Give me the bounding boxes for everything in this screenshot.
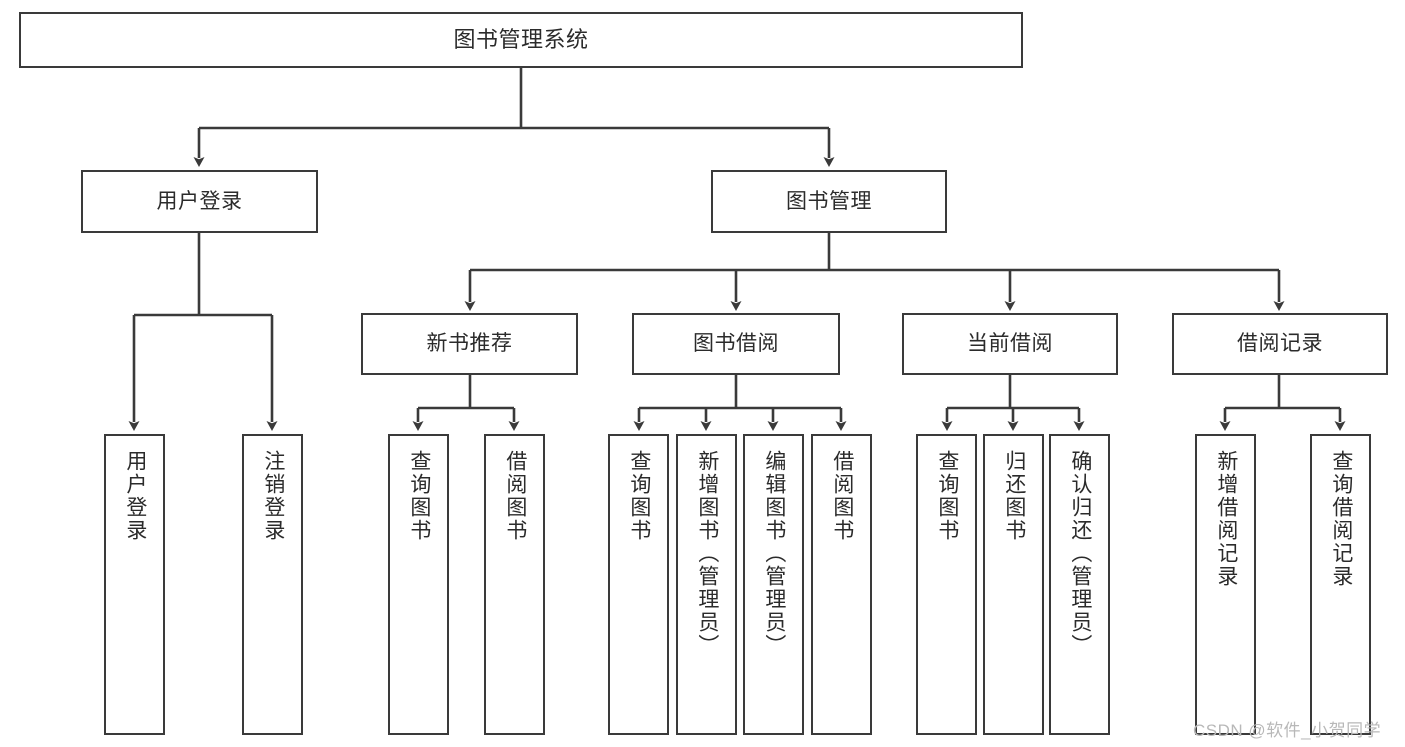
leaf-user-login[interactable]: 用户登录 bbox=[104, 434, 165, 735]
node-root-label: 图书管理系统 bbox=[453, 26, 589, 52]
leaf-query-book-current[interactable]: 查询图书 bbox=[916, 434, 977, 735]
node-book-management-label: 图书管理 bbox=[786, 189, 872, 213]
leaf-add-borrowing-record-label: 新增借阅记录 bbox=[1214, 450, 1238, 588]
node-book-management[interactable]: 图书管理 bbox=[711, 170, 947, 233]
leaf-return-book[interactable]: 归还图书 bbox=[983, 434, 1044, 735]
leaf-borrow-book-borrowing[interactable]: 借阅图书 bbox=[811, 434, 872, 735]
node-borrowing-record[interactable]: 借阅记录 bbox=[1172, 313, 1388, 375]
leaf-borrow-book-recommendation-label: 借阅图书 bbox=[503, 450, 527, 542]
node-user-login[interactable]: 用户登录 bbox=[81, 170, 318, 233]
leaf-borrow-book-borrowing-label: 借阅图书 bbox=[830, 450, 854, 542]
leaf-query-book-borrowing-label: 查询图书 bbox=[627, 450, 651, 542]
leaf-add-book-admin[interactable]: 新增图书（管理员） bbox=[676, 434, 737, 735]
leaf-edit-book-admin[interactable]: 编辑图书（管理员） bbox=[743, 434, 804, 735]
node-new-book-recommendation-label: 新书推荐 bbox=[426, 332, 513, 356]
node-book-borrowing[interactable]: 图书借阅 bbox=[632, 313, 840, 375]
node-root[interactable]: 图书管理系统 bbox=[19, 12, 1023, 68]
leaf-confirm-return-admin[interactable]: 确认归还（管理员） bbox=[1049, 434, 1110, 735]
leaf-query-book-borrowing[interactable]: 查询图书 bbox=[608, 434, 669, 735]
node-new-book-recommendation[interactable]: 新书推荐 bbox=[361, 313, 578, 375]
leaf-borrow-book-recommendation[interactable]: 借阅图书 bbox=[484, 434, 545, 735]
node-borrowing-record-label: 借阅记录 bbox=[1237, 332, 1323, 356]
leaf-add-borrowing-record[interactable]: 新增借阅记录 bbox=[1195, 434, 1256, 735]
leaf-return-book-label: 归还图书 bbox=[1002, 450, 1026, 542]
leaf-query-book-recommendation-label: 查询图书 bbox=[407, 450, 431, 542]
node-current-borrowing-label: 当前借阅 bbox=[967, 332, 1053, 356]
leaf-query-book-recommendation[interactable]: 查询图书 bbox=[388, 434, 449, 735]
leaf-edit-book-admin-label: 编辑图书（管理员） bbox=[762, 450, 786, 657]
leaf-logout[interactable]: 注销登录 bbox=[242, 434, 303, 735]
node-current-borrowing[interactable]: 当前借阅 bbox=[902, 313, 1118, 375]
leaf-query-book-current-label: 查询图书 bbox=[935, 450, 959, 542]
leaf-add-book-admin-label: 新增图书（管理员） bbox=[695, 450, 719, 657]
watermark: CSDN @软件_小贺同学 bbox=[1193, 721, 1382, 740]
leaf-query-borrowing-record[interactable]: 查询借阅记录 bbox=[1310, 434, 1371, 735]
leaf-user-login-label: 用户登录 bbox=[123, 450, 147, 542]
leaf-confirm-return-admin-label: 确认归还（管理员） bbox=[1068, 450, 1092, 657]
leaf-query-borrowing-record-label: 查询借阅记录 bbox=[1329, 450, 1353, 588]
node-user-login-label: 用户登录 bbox=[156, 189, 243, 213]
node-book-borrowing-label: 图书借阅 bbox=[693, 332, 779, 356]
leaf-logout-label: 注销登录 bbox=[261, 450, 285, 542]
